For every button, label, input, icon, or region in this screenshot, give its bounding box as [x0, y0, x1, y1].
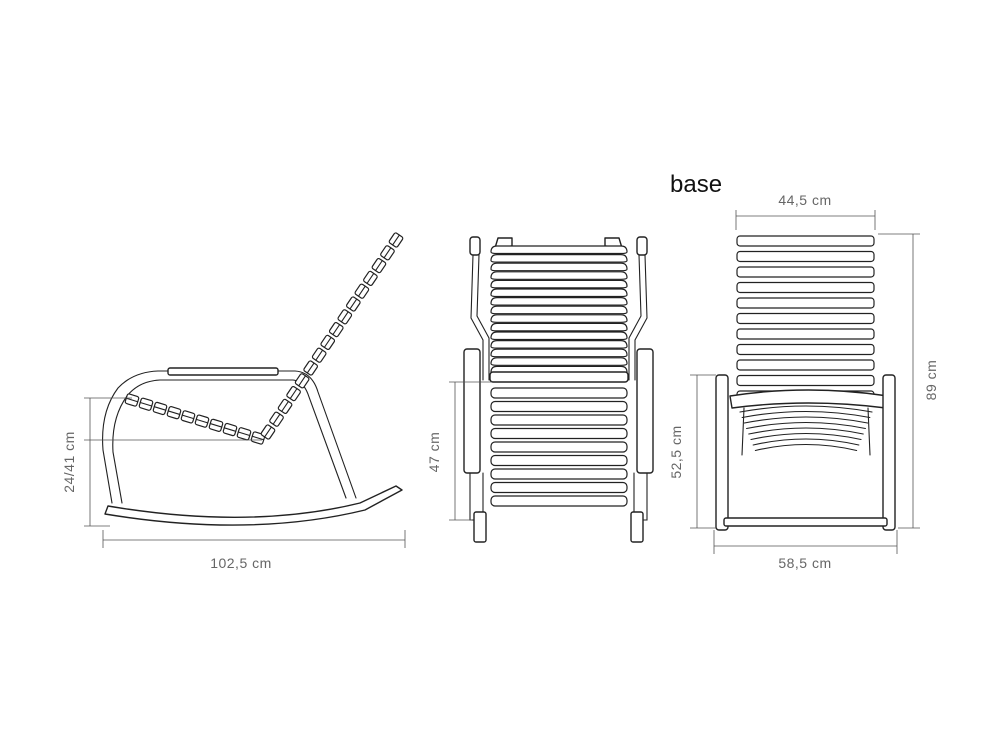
front-seat-slat: [490, 441, 628, 453]
side-back-slat: [260, 424, 276, 440]
drawing-title: base: [670, 171, 722, 198]
front-back-slat: [490, 340, 628, 349]
back-view-seat-curve: [739, 405, 873, 413]
side-seat-slat: [152, 401, 168, 416]
back-view-seat-curve: [746, 421, 866, 430]
back-dimension-bottom-width: 58,5 cm: [713, 530, 898, 571]
front-view-chair: [463, 236, 654, 543]
side-seat-slat: [208, 418, 224, 432]
back-view-slat: [736, 343, 875, 356]
front-seat-slat: [490, 387, 628, 399]
back-view-seat-curve: [750, 432, 862, 441]
back-view-slat: [736, 328, 875, 340]
back-view-slat: [736, 297, 875, 309]
side-seat-slat: [222, 422, 238, 437]
back-view-seat-curve: [748, 427, 864, 435]
front-back-slat: [490, 348, 628, 358]
side-back-slat: [363, 270, 378, 286]
front-back-slat: [490, 271, 628, 280]
side-view-chair: [102, 232, 404, 526]
side-seat-slat: [194, 414, 210, 428]
back-total-height-label: 89 cm: [923, 360, 939, 401]
side-back-slat: [337, 309, 353, 325]
front-seat-slat: [490, 495, 628, 507]
front-dimension-seat-height: 47 cm: [426, 381, 492, 521]
front-back-slat: [490, 279, 628, 289]
back-view-seat-edge: [741, 407, 745, 456]
side-seat-height-label: 24/41 cm: [61, 431, 77, 493]
side-seat-slat: [124, 393, 140, 407]
back-view-seat-edge: [867, 407, 871, 456]
back-view-slat: [736, 235, 875, 247]
back-view-slat: [736, 359, 875, 371]
side-back-slat: [294, 373, 310, 389]
back-view-seat-curve: [741, 410, 871, 419]
back-top-width-label: 44,5 cm: [778, 192, 831, 208]
front-back-slat: [490, 357, 628, 366]
side-back-slat: [388, 232, 404, 248]
back-dimension-total-height: 89 cm: [878, 233, 939, 529]
side-back-slat: [311, 347, 327, 363]
front-back-slat: [490, 322, 628, 332]
back-dimension-arm-height: 52,5 cm: [668, 374, 716, 529]
front-seat-slat: [490, 481, 628, 494]
side-seat-slat: [236, 427, 252, 441]
front-seat-slat: [490, 454, 628, 467]
side-seat-slat: [180, 410, 196, 424]
back-view-slat: [736, 250, 875, 263]
back-arm-height-label: 52,5 cm: [668, 425, 684, 478]
side-seat-slat: [138, 397, 154, 411]
front-back-slat: [490, 314, 628, 323]
side-back-slat: [371, 258, 387, 274]
back-view-seat-curve: [754, 443, 858, 452]
front-back-slat: [490, 262, 628, 272]
side-back-slat: [346, 296, 361, 312]
back-dimension-top-width: 44,5 cm: [735, 192, 876, 230]
side-back-slat: [328, 322, 344, 338]
back-view-seat-curve: [743, 416, 869, 424]
back-view-seat-curve: [752, 438, 860, 446]
side-dimension-length: 102,5 cm: [102, 530, 406, 571]
back-view-chair: [715, 235, 896, 531]
side-back-slat: [380, 245, 395, 261]
back-view-slat: [736, 266, 875, 278]
front-seat-slat: [490, 468, 628, 480]
front-back-slat: [490, 254, 628, 263]
side-back-slat: [277, 398, 293, 414]
back-view-slat: [736, 374, 875, 387]
side-back-slat: [269, 411, 284, 427]
back-view-slat: [736, 312, 875, 325]
front-seat-slat: [490, 427, 628, 440]
front-seat-slat: [490, 414, 628, 426]
side-back-slat: [320, 334, 336, 350]
side-length-label: 102,5 cm: [210, 555, 272, 571]
front-back-slat: [490, 297, 628, 306]
side-seat-slat: [166, 406, 182, 420]
front-back-slat: [490, 245, 628, 255]
side-back-slat: [303, 360, 318, 376]
back-view-slat: [736, 281, 875, 294]
front-back-slat: [490, 305, 628, 315]
side-back-slat: [286, 386, 301, 402]
front-seat-height-label: 47 cm: [426, 432, 442, 473]
front-seat-slat: [490, 400, 628, 413]
side-dimension-seat-height: 24/41 cm: [61, 397, 262, 527]
back-bottom-width-label: 58,5 cm: [778, 555, 831, 571]
front-back-slat: [490, 288, 628, 298]
side-back-slat: [354, 283, 370, 299]
front-back-slat: [490, 331, 628, 341]
